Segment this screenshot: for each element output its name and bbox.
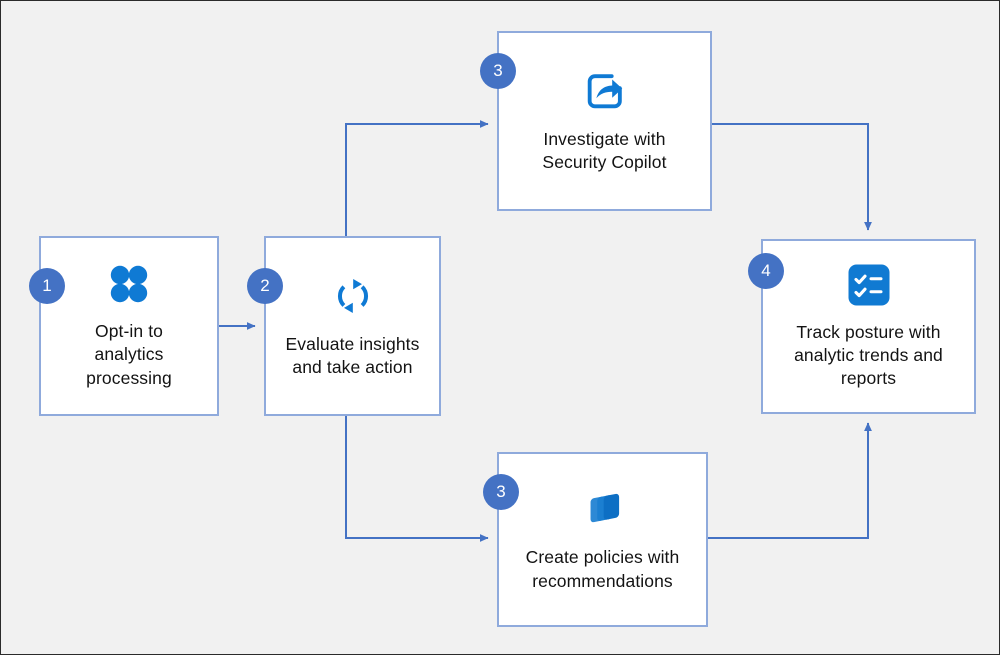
step-badge-1: 1 xyxy=(29,268,65,304)
four-dots-grid-icon xyxy=(107,262,151,306)
step-badge-number: 2 xyxy=(260,276,270,295)
node-opt-in-to-analytics-processing[interactable]: Opt-in to analytics processing xyxy=(39,236,219,416)
checklist-icon xyxy=(847,263,891,307)
refresh-sync-icon xyxy=(330,273,376,319)
node-label: Opt-in to analytics processing xyxy=(86,321,172,388)
node-label: Investigate with Security Copilot xyxy=(542,128,667,172)
node-investigate-with-security-copilot[interactable]: Investigate with Security Copilot xyxy=(497,31,712,211)
connector-investigate-to-track xyxy=(712,123,872,231)
step-badge-3-create-policies: 3 xyxy=(483,474,519,510)
step-badge-2: 2 xyxy=(247,268,283,304)
connector-create-policies-to-track xyxy=(708,422,872,539)
node-label: Create policies with recommendations xyxy=(525,547,680,591)
step-badge-number: 1 xyxy=(42,276,52,295)
share-export-icon xyxy=(582,68,628,114)
step-badge-3-investigate: 3 xyxy=(480,53,516,89)
step-badge-number: 4 xyxy=(761,261,771,280)
step-badge-number: 3 xyxy=(493,61,503,80)
node-label: Track posture with analytic trends and r… xyxy=(794,321,943,389)
node-track-posture-with-analytic-trends-and-reports[interactable]: Track posture with analytic trends and r… xyxy=(761,239,976,414)
node-label: Evaluate insights and take action xyxy=(285,333,420,377)
connector-step2-to-create-policies xyxy=(345,416,489,542)
policy-stack-icon xyxy=(580,486,626,532)
node-evaluate-insights-and-take-action[interactable]: Evaluate insights and take action xyxy=(264,236,441,416)
step-badge-number: 3 xyxy=(496,482,506,501)
node-create-policies-with-recommendations[interactable]: Create policies with recommendations xyxy=(497,452,708,627)
step-badge-4: 4 xyxy=(748,253,784,289)
connector-step2-to-investigate xyxy=(345,120,489,236)
